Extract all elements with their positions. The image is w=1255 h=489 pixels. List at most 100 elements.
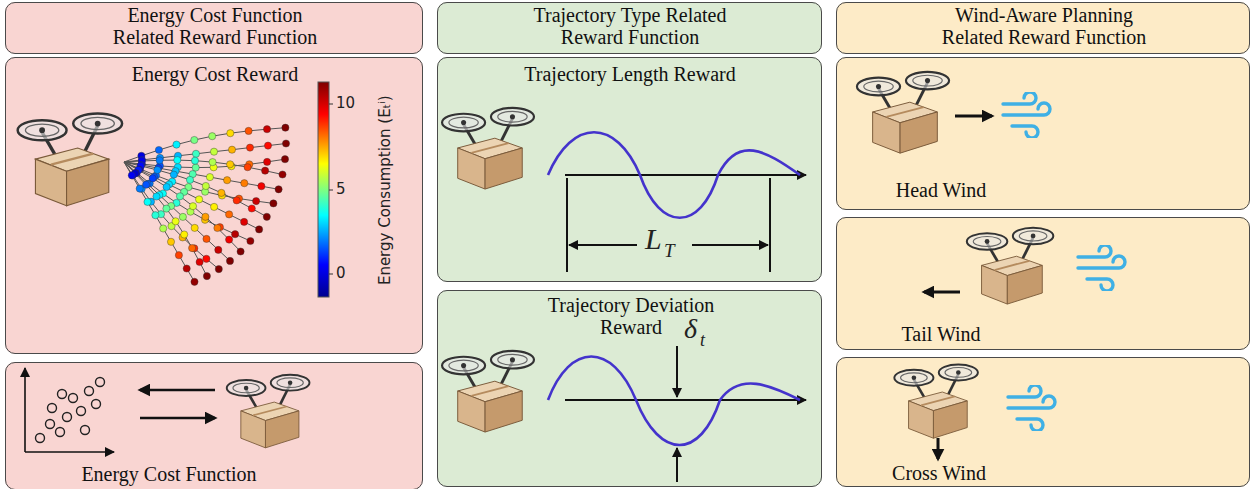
tick-label: 5 [336, 181, 346, 198]
energy-dot [156, 157, 163, 164]
dimension-tick [566, 178, 568, 272]
energy-dot [262, 167, 269, 174]
energy-dot [203, 255, 210, 262]
subscript-label: t [700, 331, 705, 351]
colorbar-ticks [329, 104, 333, 274]
box-title: Energy Cost Function [19, 463, 319, 485]
energy-dot [203, 235, 210, 242]
trajectory-line [124, 162, 241, 252]
box-title: Tail Wind [866, 323, 1016, 345]
panel-fill [836, 217, 1250, 350]
panel-fill [836, 2, 1250, 54]
energy-dot [189, 245, 196, 252]
energy-dot [263, 213, 270, 220]
wavy-trajectory [548, 357, 800, 446]
energy-dot [191, 278, 198, 285]
energy-dot [258, 183, 265, 190]
symbol-label: δ [684, 314, 697, 345]
energy-dot [149, 175, 156, 182]
header-box: Trajectory Type Related Reward Function [437, 2, 822, 54]
energy-dot [170, 171, 177, 178]
energy-dot [172, 218, 179, 225]
box-title: Energy Cost Reward [65, 63, 365, 85]
scatter-plot [25, 368, 114, 452]
energy-dot [237, 248, 244, 255]
energy-dot [253, 198, 260, 205]
energy-dot [175, 252, 182, 259]
wavy-trajectory [548, 132, 800, 218]
axis-label: Energy Consumption (Eₜⁱ) [377, 95, 394, 285]
energy-dot [186, 176, 193, 183]
trajectory-fan [124, 124, 290, 285]
energy-dot [256, 226, 263, 233]
energy-dot [189, 203, 196, 210]
drone-icon [442, 351, 534, 432]
symbol-label: L [645, 222, 662, 255]
panel-fill [437, 2, 822, 54]
box-title: Energy Cost Function Related Reward Func… [100, 4, 330, 49]
energy-dot [196, 258, 203, 265]
panel-fills [5, 2, 1250, 489]
drone-icon [18, 114, 122, 206]
energy-dot [227, 130, 234, 137]
wind-icon [1003, 92, 1050, 138]
energy-dot [202, 182, 209, 189]
wind-icon [1078, 245, 1125, 291]
energy-dot [214, 224, 221, 231]
panel-fill [836, 57, 1250, 210]
energy-dot [191, 224, 198, 231]
energy-dot [246, 144, 253, 151]
drone-icon [227, 375, 310, 448]
trajectory-line [124, 162, 230, 261]
drone-icon [894, 364, 978, 438]
panel-fill [5, 57, 423, 354]
energy-dot [233, 197, 240, 204]
energy-dot [155, 146, 162, 153]
straight-path [565, 174, 806, 176]
energy-dot [183, 265, 190, 272]
energy-dot [244, 164, 251, 171]
energy-dot [248, 205, 255, 212]
energy-dot [167, 238, 174, 245]
energy-dot [227, 161, 234, 168]
energy-dot [209, 133, 216, 140]
energy-dot [263, 126, 270, 133]
header-box: Wind-Aware Planning Related Reward Funct… [836, 2, 1250, 54]
energy-dot [191, 136, 198, 143]
panel-fill [5, 2, 423, 54]
trajectory-line [124, 162, 273, 203]
box-title: Cross Wind [864, 462, 1014, 484]
energy-dot [144, 198, 151, 205]
deviation-arrow [676, 346, 678, 397]
energy-dot [136, 185, 143, 192]
panel-fill [437, 57, 822, 282]
energy-dot [264, 158, 271, 165]
energy-dot [241, 180, 248, 187]
trajectory-line [124, 162, 195, 282]
energy-dot [228, 146, 235, 153]
trajectory-line [124, 162, 207, 276]
panel-box: Tail Wind [836, 217, 1250, 350]
energy-dot [245, 127, 252, 134]
panel-fill [836, 357, 1250, 487]
straight-path [565, 399, 806, 401]
box-title: Trajectory Type Related Reward Function [515, 4, 745, 49]
energy-dot [163, 205, 170, 212]
energy-dot [202, 213, 209, 220]
energy-dot [224, 177, 231, 184]
dimension-arrow [569, 244, 637, 246]
energy-dot [203, 273, 210, 280]
panel-box: Trajectory Deviation Reward [437, 290, 822, 487]
energy-dot [176, 193, 183, 200]
dimension-arrow [692, 244, 768, 246]
subscript-label: T [664, 241, 675, 262]
drone-icon [442, 108, 534, 189]
trajectory-line [124, 128, 285, 162]
energy-dot [226, 236, 233, 243]
energy-dot [279, 171, 286, 178]
energy-dot [232, 231, 239, 238]
energy-dot [174, 157, 181, 164]
panel-box: Trajectory Length Reward [437, 57, 822, 282]
energy-dot [209, 159, 216, 166]
